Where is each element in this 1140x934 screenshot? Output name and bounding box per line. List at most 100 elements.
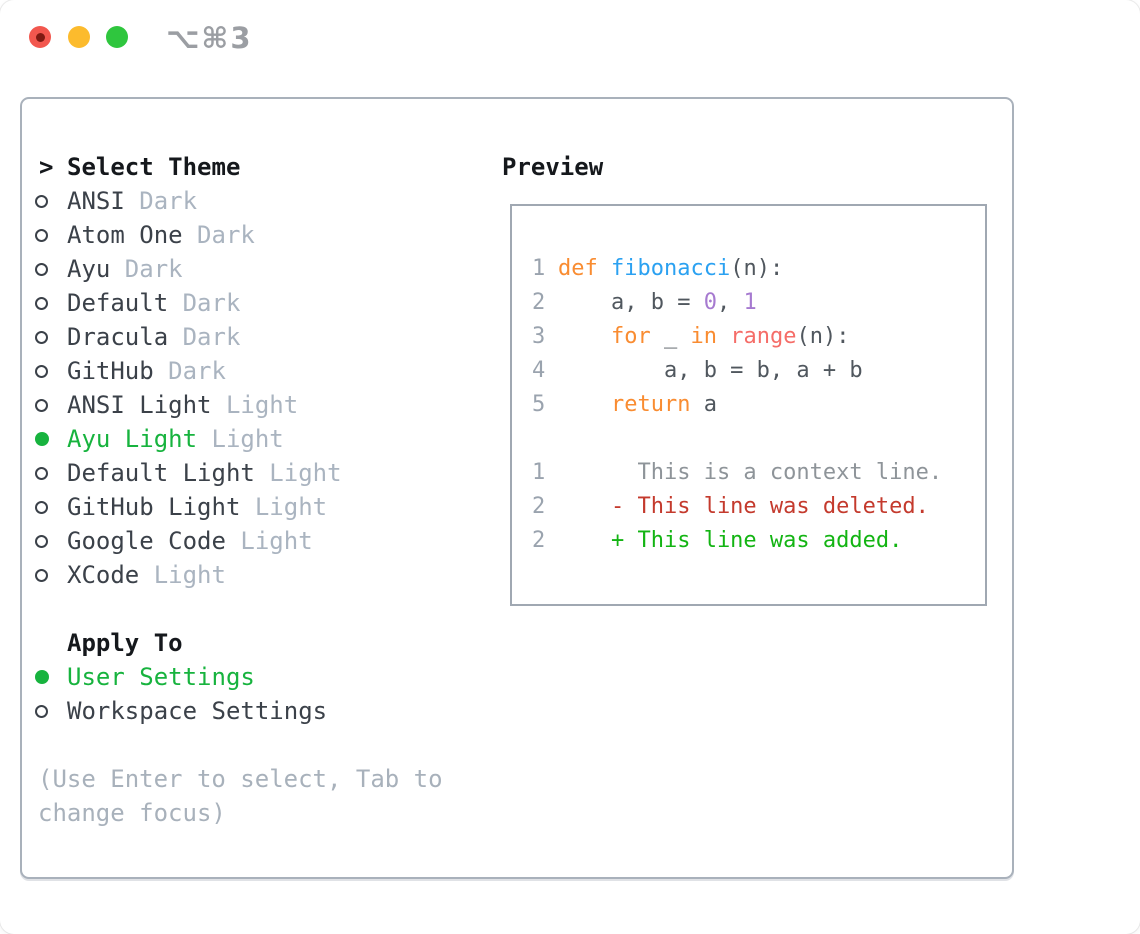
theme-variant: Dark [168,323,241,351]
help-text: (Use Enter to select, Tab to change focu… [38,765,443,827]
theme-item-ansi-light-light[interactable]: ANSI Light Light [35,388,485,422]
apply-option-workspace-settings[interactable]: Workspace Settings [35,694,485,728]
token-builtin: range [730,324,797,349]
theme-name: XCode [67,561,140,589]
token-keyword: def [558,256,598,281]
select-theme-title: Select Theme [67,153,241,181]
diff-text: This is a context line. [558,460,943,485]
token-default: (n): [730,256,784,281]
apply-option-user-settings[interactable]: User Settings [35,660,485,694]
code-line-1: 1 def fibonacci(n): [532,252,985,286]
apply-option-label: Workspace Settings [67,697,328,725]
radio-icon [35,364,48,378]
theme-name: Ayu [67,255,111,283]
theme-name: Default [67,289,169,317]
theme-item-xcode-light[interactable]: XCode Light [35,558,485,592]
theme-item-default-light-light[interactable]: Default Light Light [35,456,485,490]
code-line-2: 2 a, b = 0, 1 [532,286,985,320]
line-number: 3 [532,324,546,349]
radio-icon [35,296,48,310]
token-default [558,324,611,349]
line-number: 4 [532,358,546,383]
token-default: _ [650,324,691,349]
diff-line-context: 1 This is a context line. [532,456,985,490]
radio-icon [35,228,48,242]
line-number: 5 [532,392,546,417]
theme-item-google-code-light[interactable]: Google Code Light [35,524,485,558]
theme-name: Ayu Light [67,425,198,453]
theme-variant: Light [225,527,313,555]
code-line-4: 4 a, b = b, a + b [532,354,985,388]
theme-name: Atom One [67,221,183,249]
theme-item-ayu-dark[interactable]: Ayu Dark [35,252,485,286]
token-default: , [716,290,744,315]
line-number: 1 [532,256,546,281]
close-button[interactable] [29,26,51,48]
line-number: 1 [532,460,546,485]
token-default [558,392,611,417]
select-theme-header: > Select Theme [35,150,485,184]
radio-icon [35,704,48,718]
theme-item-atom-one-dark[interactable]: Atom One Dark [35,218,485,252]
theme-item-ansi-dark[interactable]: ANSI Dark [35,184,485,218]
theme-name: Dracula [67,323,169,351]
theme-variant: Dark [168,289,241,317]
theme-item-github-dark[interactable]: GitHub Dark [35,354,485,388]
radio-icon [35,466,48,480]
radio-selected-icon [35,670,49,684]
window-shortcut-label: ⌥⌘3 [166,21,253,55]
theme-name: Default Light [67,459,255,487]
theme-variant: Dark [124,187,198,215]
token-keyword: return [610,392,691,417]
radio-icon [35,568,48,582]
token-number: 0 [703,290,717,315]
token-function: fibonacci [611,256,731,281]
token-default [598,256,611,281]
titlebar: ⌥⌘3 [0,0,1140,97]
token-default: a [690,392,717,417]
apply-option-label: User Settings [67,663,255,691]
preview-title: Preview [502,153,604,181]
theme-name: ANSI [67,187,125,215]
blank-line [532,422,985,456]
diff-line-deleted: 2 - This line was deleted. [532,490,985,524]
focus-caret-icon: > [39,153,54,181]
theme-name: Google Code [67,527,226,555]
theme-variant: Light [240,493,328,521]
radio-icon [35,534,48,548]
radio-icon [35,398,48,412]
diff-line-added: 2 + This line was added. [532,524,985,558]
diff-text: - This line was deleted. [558,494,929,519]
theme-name: GitHub [67,357,154,385]
code-line-5: 5 return a [532,388,985,422]
theme-item-github-light-light[interactable]: GitHub Light Light [35,490,485,524]
radio-icon [35,330,48,344]
radio-icon [35,500,48,514]
theme-variant: Light [211,391,299,419]
spacer [35,592,485,626]
zoom-button[interactable] [106,26,128,48]
theme-item-default-dark[interactable]: Default Dark [35,286,485,320]
token-default: a, b = b, a + b [558,358,863,383]
theme-variant: Light [197,425,284,453]
minimize-button[interactable] [68,26,90,48]
theme-variant: Light [139,561,226,589]
radio-icon [35,194,48,208]
theme-item-ayu-light-light[interactable]: Ayu Light Light [35,422,485,456]
theme-item-dracula-dark[interactable]: Dracula Dark [35,320,485,354]
unsaved-dot-icon [35,32,45,42]
token-default: a, b = [558,290,704,315]
token-number: 1 [743,290,757,315]
token-default: (n): [796,324,850,349]
line-number: 2 [532,290,546,315]
theme-variant: Dark [182,221,255,249]
token-keyword: for [610,324,651,349]
theme-variant: Dark [110,255,183,283]
token-default [717,324,730,349]
